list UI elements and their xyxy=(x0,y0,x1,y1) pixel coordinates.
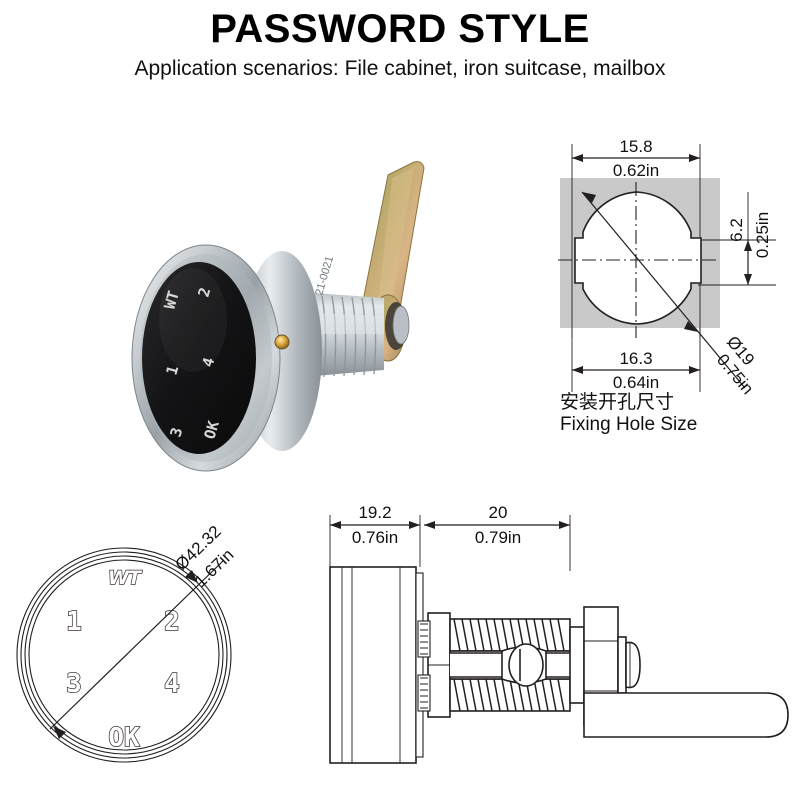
front-key-3[interactable]: 3 xyxy=(65,668,82,700)
dim-bottom-in: 0.64in xyxy=(613,373,659,392)
dim-top: 15.8 0.62in xyxy=(572,137,700,180)
led-indicator-icon xyxy=(274,334,290,350)
dim-body-in: 0.76in xyxy=(352,528,398,547)
page-subtitle: Application scenarios: File cabinet, iro… xyxy=(134,57,666,81)
fixing-hole-diagram: 15.8 0.62in 16.3 0.64in 6.2 0.25in xyxy=(530,130,800,435)
dim-shaft-in: 0.79in xyxy=(475,528,521,547)
side-retaining-screw xyxy=(617,636,641,694)
front-key-1[interactable]: 1 xyxy=(65,606,82,638)
side-view-diagram: 19.2 0.76in 20 0.79in xyxy=(312,485,800,785)
hole-outline xyxy=(574,191,702,325)
dim-top-mm: 15.8 xyxy=(619,137,652,156)
front-logo: WT xyxy=(108,567,143,589)
front-key-2[interactable]: 2 xyxy=(163,606,180,638)
side-lock-body xyxy=(329,566,424,764)
page-title: PASSWORD STYLE xyxy=(210,7,590,51)
side-cam-arm xyxy=(583,692,789,738)
dim-right-mm: 6.2 xyxy=(727,218,746,242)
front-key-ok[interactable]: OK xyxy=(108,722,141,754)
keypad-face xyxy=(142,262,256,454)
key-wt[interactable]: WT xyxy=(161,289,183,311)
side-hex-nut xyxy=(427,612,451,718)
front-view-rings xyxy=(16,547,232,763)
side-knurled-washer xyxy=(417,620,431,712)
front-key-4[interactable]: 4 xyxy=(163,668,180,700)
caption-cn: 安装开孔尺寸 xyxy=(560,391,674,413)
key-ok[interactable]: OK xyxy=(201,419,223,441)
dim-body-mm: 19.2 xyxy=(358,503,391,522)
dim-shaft-mm: 20 xyxy=(489,503,508,522)
dim-right-in: 0.25in xyxy=(753,212,772,258)
dim-bottom: 16.3 0.64in xyxy=(572,349,700,392)
header: PASSWORD STYLE Application scenarios: Fi… xyxy=(0,7,800,81)
dim-body: 19.2 0.76in xyxy=(330,503,420,547)
dim-top-in: 0.62in xyxy=(613,161,659,180)
side-cam-boss xyxy=(501,643,547,687)
product-photo: 21-0021 WT 2 1 4 3 xyxy=(96,120,476,500)
dim-shaft: 20 0.79in xyxy=(424,503,570,547)
front-view-diagram: WT 1 2 3 4 OK Ø42.32 1.67in xyxy=(12,520,312,790)
dim-bottom-mm: 16.3 xyxy=(619,349,652,368)
caption-en: Fixing Hole Size xyxy=(560,414,697,435)
barrel-engraving: 21-0021 xyxy=(313,255,336,297)
dim-right: 6.2 0.25in xyxy=(727,192,772,285)
